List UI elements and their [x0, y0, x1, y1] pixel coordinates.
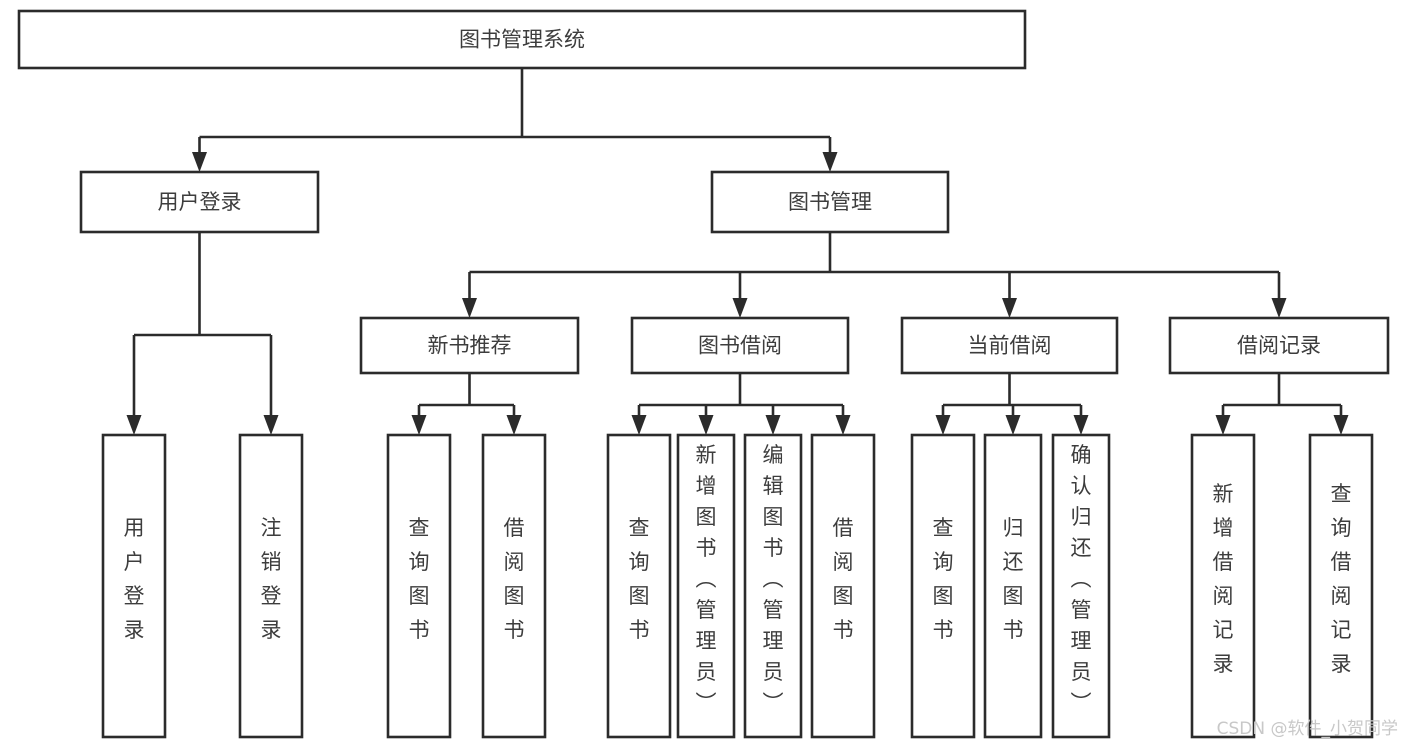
node-box[interactable] [676, 433, 736, 739]
node-box[interactable] [386, 433, 452, 739]
node-leaf-add-record[interactable]: 新增借阅记录 [1190, 433, 1256, 739]
node-box[interactable] [910, 433, 976, 739]
arrow-head-icon [411, 415, 427, 435]
node-label: 查询借阅记录 [1331, 482, 1352, 676]
arrow-head-icon [506, 415, 522, 435]
node-label: 借阅图书 [504, 516, 525, 642]
node-label: 图书管理系统 [459, 28, 585, 52]
node-user-login[interactable]: 用户登录 [79, 170, 320, 234]
arrow-head-icon [1073, 415, 1089, 435]
node-box[interactable] [710, 170, 950, 234]
arrow-head-icon [631, 415, 647, 435]
node-box[interactable] [238, 433, 304, 739]
node-label: 用户登录 [124, 516, 145, 642]
arrow-head-icon [732, 298, 748, 318]
node-box[interactable] [983, 433, 1043, 739]
edge-group-book-manage [462, 232, 1287, 318]
arrow-head-icon [1333, 415, 1349, 435]
node-new-book-rec[interactable]: 新书推荐 [359, 316, 580, 375]
node-root[interactable]: 图书管理系统 [17, 9, 1027, 70]
node-box[interactable] [17, 9, 1027, 70]
node-leaf-query-book-3[interactable]: 查询图书 [910, 433, 976, 739]
arrow-head-icon [126, 415, 142, 435]
node-label: 归还图书 [1003, 516, 1024, 642]
node-box[interactable] [1168, 316, 1390, 375]
node-leaf-return-book[interactable]: 归还图书 [983, 433, 1043, 739]
node-box[interactable] [900, 316, 1119, 375]
node-label: 确认归还︵管理员︶ [1071, 443, 1092, 715]
node-label: 借阅图书 [833, 516, 854, 642]
node-borrow-record[interactable]: 借阅记录 [1168, 316, 1390, 375]
node-label: 新书推荐 [428, 334, 512, 358]
node-leaf-user-login[interactable]: 用户登录 [101, 433, 167, 739]
node-leaf-borrow-book-2[interactable]: 借阅图书 [810, 433, 876, 739]
node-box[interactable] [1308, 433, 1374, 739]
arrow-head-icon [835, 415, 851, 435]
edge-group-user-login [126, 232, 279, 435]
arrow-head-icon [192, 152, 207, 172]
arrow-head-icon [1271, 298, 1287, 318]
node-box[interactable] [481, 433, 547, 739]
node-leaf-borrow-book-1[interactable]: 借阅图书 [481, 433, 547, 739]
arrow-head-icon [1005, 415, 1021, 435]
edge-group-root [192, 68, 838, 172]
csdn-watermark: CSDN @软件_小贺同学 [1217, 719, 1398, 739]
node-label: 编辑图书︵管理员︶ [763, 443, 784, 715]
node-leaf-user-logout[interactable]: 注销登录 [238, 433, 304, 739]
node-label: 图书管理 [788, 190, 872, 214]
node-label: 当前借阅 [968, 334, 1052, 358]
node-leaf-query-book-2[interactable]: 查询图书 [606, 433, 672, 739]
node-label: 注销登录 [261, 516, 282, 642]
edge-group-current-borrow [935, 373, 1089, 435]
node-label: 新增图书︵管理员︶ [696, 443, 717, 715]
node-leaf-query-record[interactable]: 查询借阅记录 [1308, 433, 1374, 739]
arrow-head-icon [765, 415, 781, 435]
node-box[interactable] [606, 433, 672, 739]
edge-group-new-book-rec [411, 373, 522, 435]
node-label: 图书借阅 [698, 334, 782, 358]
node-book-borrow[interactable]: 图书借阅 [630, 316, 850, 375]
node-box[interactable] [79, 170, 320, 234]
arrow-head-icon [1002, 298, 1017, 318]
node-box[interactable] [1051, 433, 1111, 739]
node-book-manage[interactable]: 图书管理 [710, 170, 950, 234]
node-label: 新增借阅记录 [1213, 482, 1234, 676]
nodes-layer: 图书管理系统用户登录图书管理新书推荐图书借阅当前借阅借阅记录用户登录注销登录查询… [17, 9, 1390, 739]
node-label: 查询图书 [629, 516, 650, 642]
arrow-head-icon [462, 298, 477, 318]
node-current-borrow[interactable]: 当前借阅 [900, 316, 1119, 375]
edge-group-book-borrow [631, 373, 851, 435]
node-box[interactable] [810, 433, 876, 739]
node-box[interactable] [359, 316, 580, 375]
arrow-head-icon [822, 152, 838, 172]
node-label: 借阅记录 [1237, 334, 1321, 358]
node-leaf-add-book[interactable]: 新增图书︵管理员︶ [676, 433, 736, 739]
arrow-head-icon [1215, 415, 1231, 435]
edge-group-borrow-record [1215, 373, 1349, 435]
edges-layer [126, 68, 1349, 435]
node-box[interactable] [630, 316, 850, 375]
arrow-head-icon [935, 415, 951, 435]
arrow-head-icon [263, 415, 279, 435]
node-box[interactable] [101, 433, 167, 739]
node-leaf-confirm-return[interactable]: 确认归还︵管理员︶ [1051, 433, 1111, 739]
arrow-head-icon [698, 415, 714, 435]
node-box[interactable] [1190, 433, 1256, 739]
node-leaf-edit-book[interactable]: 编辑图书︵管理员︶ [743, 433, 803, 739]
node-label: 用户登录 [158, 190, 242, 214]
node-box[interactable] [743, 433, 803, 739]
node-leaf-query-book-1[interactable]: 查询图书 [386, 433, 452, 739]
node-label: 查询图书 [409, 516, 430, 642]
node-label: 查询图书 [933, 516, 954, 642]
